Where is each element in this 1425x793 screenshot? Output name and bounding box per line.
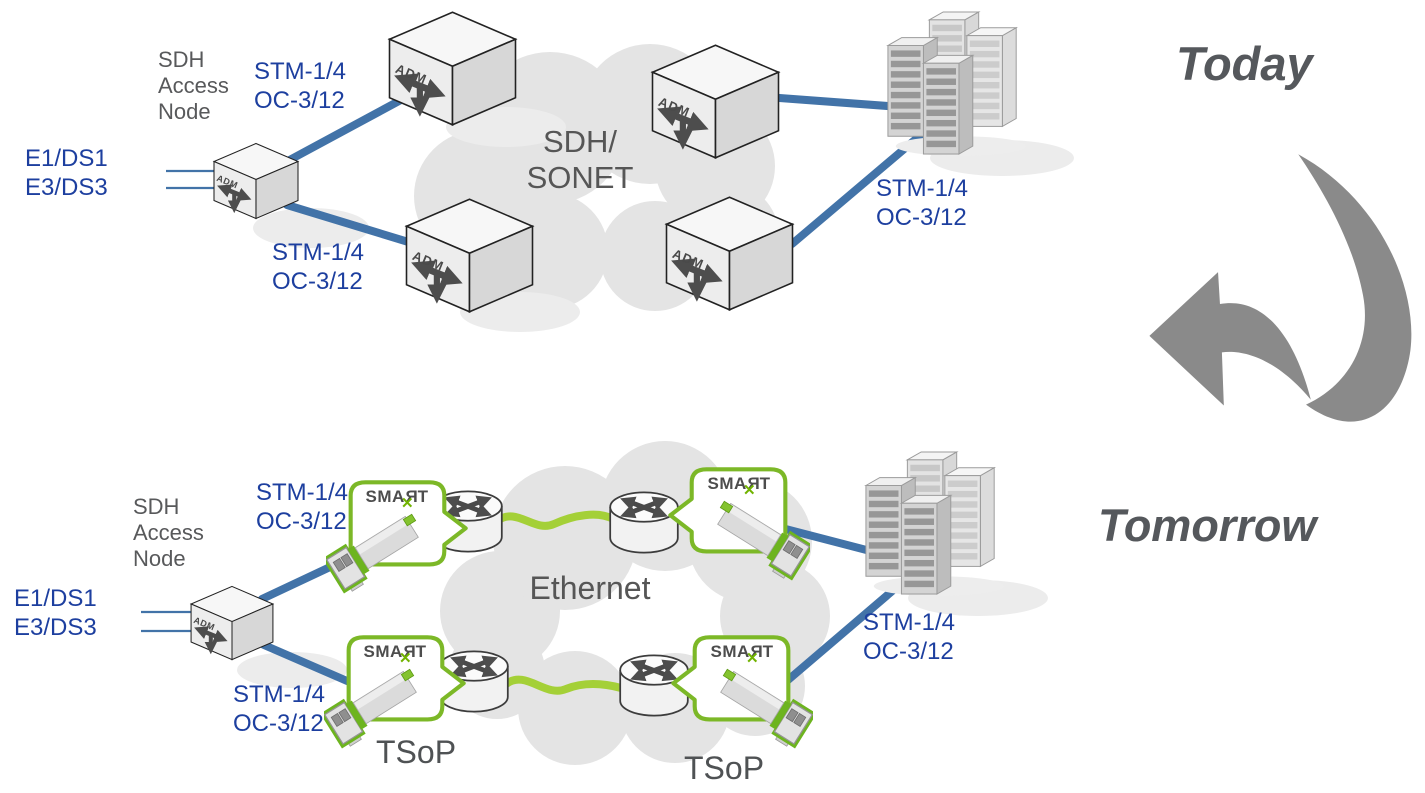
smart-sfp-logo: SMART✕ [363,642,427,667]
green-cables [493,510,625,695]
today-title: Today [1176,37,1313,90]
smart-sfp-node: SMART✕ [658,466,810,581]
smart-sfp-node: SMART✕ [326,479,478,594]
adm-access-node-today: ADM [211,142,301,220]
ethernet-cloud-label: Ethernet [529,570,651,606]
adm-node: ADM [648,43,783,160]
server-rack-icon [888,12,1026,156]
server-rack-today [882,8,1030,156]
smart-sfp-logo: SMART✕ [365,487,429,512]
sdh-sonet-cloud-label: SDH/SONET [526,124,634,195]
tsop-label: TSoP [376,734,457,770]
server-rack-icon [866,452,1004,596]
smart-sfp-logo: SMART✕ [707,474,771,499]
smart-sfp-logo: SMART✕ [710,642,774,667]
adm-access-node-tomorrow: ADM [188,585,276,661]
smart-sfp-node: SMART✕ [661,634,813,749]
green-cross-icon: ✕ [746,650,759,667]
adm-node: ADM [385,10,520,127]
adm-node: ADM [402,197,537,314]
green-cross-icon: ✕ [743,482,756,499]
smart-sfp-node: SMART✕ [324,634,476,749]
tributary-lines [141,169,218,633]
server-rack-tomorrow [860,448,1008,596]
tsop-label: TSoP [684,750,765,786]
tomorrow-title: Tomorrow [1098,500,1317,551]
green-cross-icon: ✕ [401,495,414,512]
green-cross-icon: ✕ [399,650,412,667]
adm-node: ADM [662,195,797,312]
today-to-tomorrow-arrow-icon [1149,154,1412,422]
